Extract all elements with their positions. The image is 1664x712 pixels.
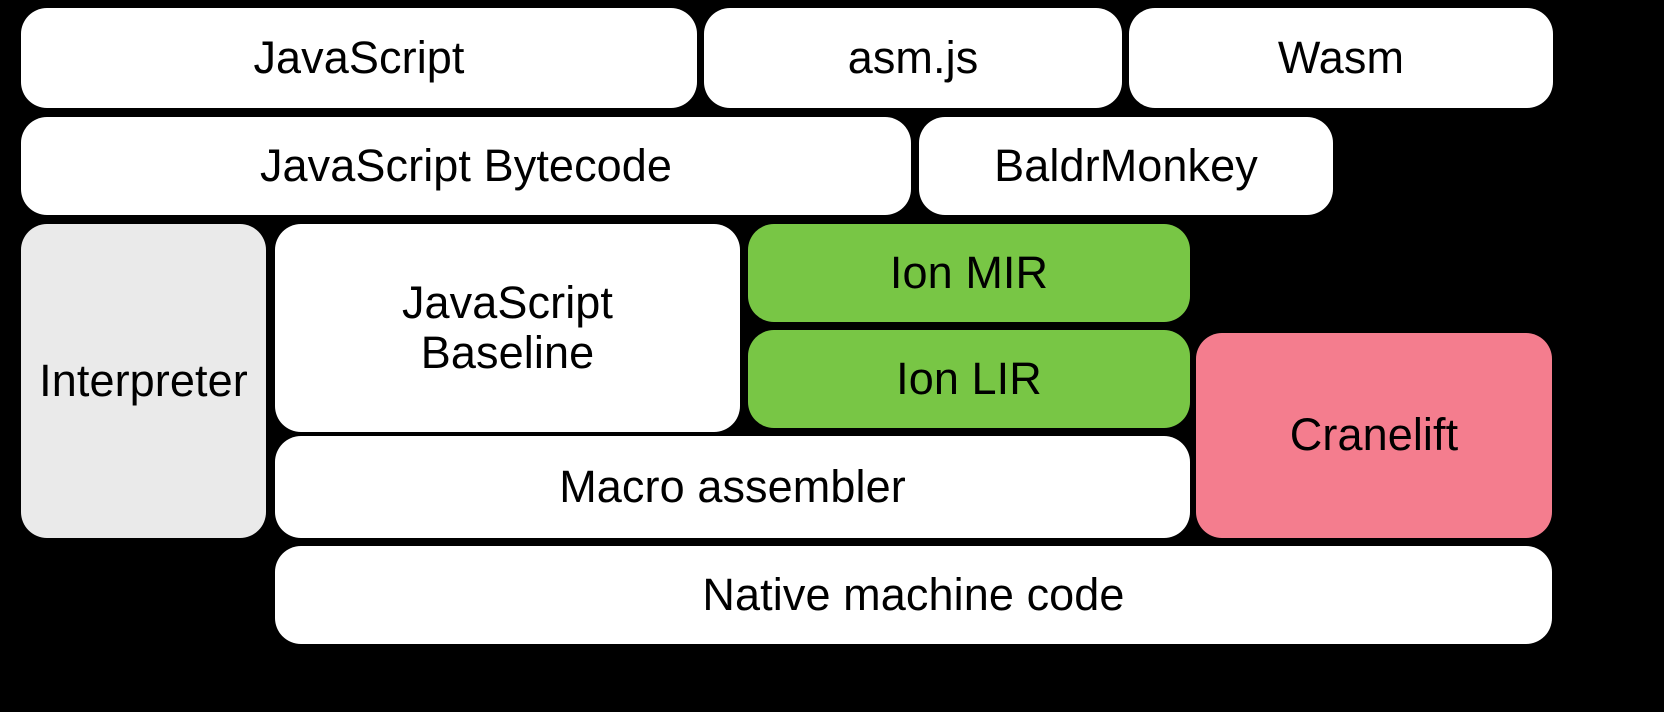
diagram-node-ion-mir: Ion MIR [748,224,1190,322]
diagram-node-javascript: JavaScript [21,8,697,108]
diagram-node-javascript-bytecode: JavaScript Bytecode [21,117,911,215]
diagram-node-cranelift: Cranelift [1196,333,1552,538]
diagram-node-baldrmonkey: BaldrMonkey [919,117,1333,215]
diagram-node-native-machine-code: Native machine code [275,546,1552,644]
diagram-node-javascript-baseline: JavaScript Baseline [275,224,740,432]
diagram-node-wasm: Wasm [1129,8,1553,108]
diagram-node-macro-assembler: Macro assembler [275,436,1190,538]
diagram-node-ion-lir: Ion LIR [748,330,1190,428]
diagram-node-asmjs: asm.js [704,8,1122,108]
diagram-node-interpreter: Interpreter [21,224,266,538]
